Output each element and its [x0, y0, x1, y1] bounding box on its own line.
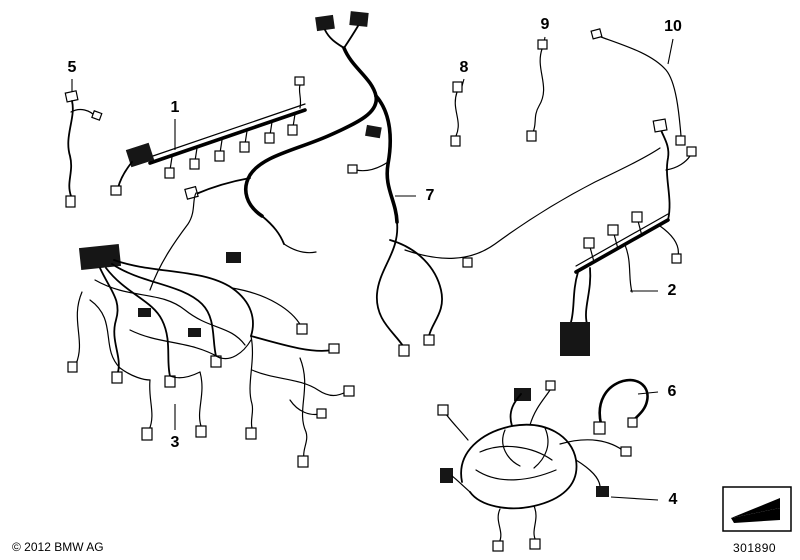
callout-7[interactable]: 7 [425, 187, 435, 204]
cable-part-8 [450, 81, 463, 147]
callout-1[interactable]: 1 [170, 99, 180, 116]
harness-part-1 [110, 76, 307, 196]
harness-part-2 [560, 118, 697, 356]
harness-part-6 [593, 378, 649, 435]
cable-part-9 [526, 39, 548, 142]
harness-part-4 [437, 380, 632, 552]
cable-part-10 [590, 28, 686, 146]
copyright-notice: © 2012 BMW AG [12, 540, 104, 554]
callout-10[interactable]: 10 [664, 18, 682, 35]
callout-9[interactable]: 9 [540, 16, 550, 33]
callout-4[interactable]: 4 [668, 491, 678, 508]
drawing-number: 301890 [733, 541, 777, 555]
callout-8[interactable]: 8 [459, 59, 469, 76]
harness-part-5 [64, 90, 103, 208]
callout-3[interactable]: 3 [170, 434, 180, 451]
wedge-arrow-icon [722, 486, 792, 532]
callout-5[interactable]: 5 [67, 59, 77, 76]
callout-2[interactable]: 2 [667, 282, 677, 299]
harness-part-3 [67, 192, 355, 468]
callout-6[interactable]: 6 [667, 383, 677, 400]
harness-part-7 [184, 11, 661, 357]
